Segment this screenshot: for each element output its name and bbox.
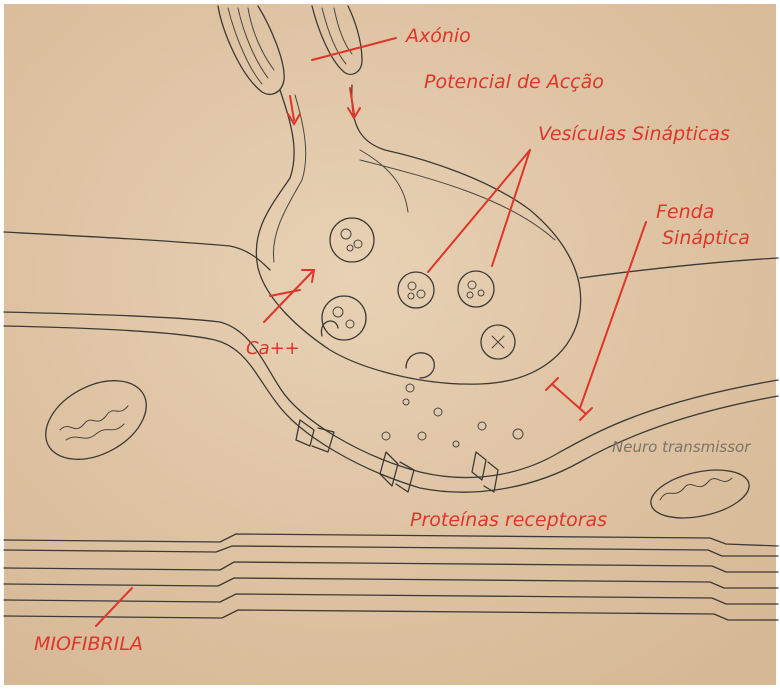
paper-background: [4, 4, 776, 685]
label-synaptic-cleft-line1: Fenda: [656, 201, 714, 223]
label-axon: Axónio: [404, 25, 471, 47]
label-synaptic-cleft-line2: Sináptica: [662, 227, 750, 249]
label-synaptic-vesicles: Vesículas Sinápticas: [538, 123, 730, 145]
label-calcium: Ca++: [246, 338, 300, 359]
label-action-potential: Potencial de Acção: [424, 71, 604, 93]
label-neurotransmitter: Neuro transmissor: [612, 438, 751, 456]
label-myofibril: MIOFIBRILA: [34, 633, 143, 655]
label-receptor-proteins: Proteínas receptoras: [410, 509, 607, 531]
